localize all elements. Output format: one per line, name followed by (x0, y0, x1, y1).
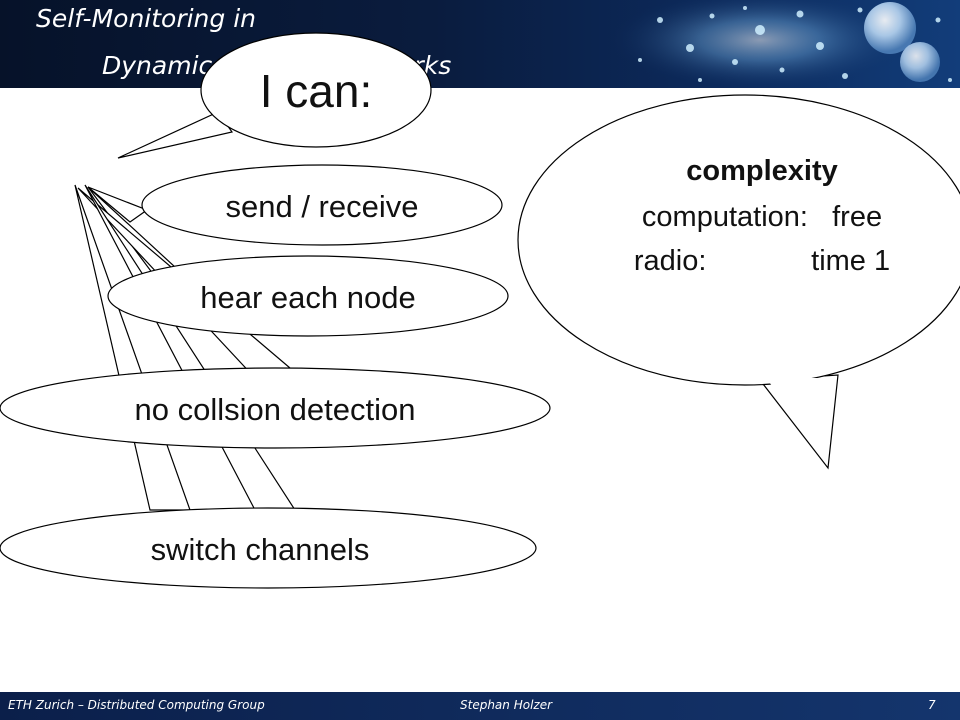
tail-i-can (117, 111, 234, 159)
complexity-computation: computation: free (642, 201, 882, 233)
bubble-i-can (200, 32, 432, 148)
bubble-hear-each-node (107, 255, 509, 337)
item-no-collision-detection: no collsion detection (135, 392, 416, 427)
item-switch-channels: switch channels (151, 532, 370, 567)
bubble-i-can-text: I can: (260, 65, 373, 117)
slide-title-line-1: Self-Monitoring in (36, 4, 257, 33)
footer-author: Stephan Holzer (460, 698, 553, 712)
complexity-title: complexity (686, 155, 838, 187)
item-hear-each-node: hear each node (200, 280, 415, 315)
bubble-switch-channels (0, 507, 537, 589)
bubble-complexity (517, 94, 960, 386)
bubble-send-receive (141, 164, 503, 246)
complexity-radio: radio: time 1 (634, 245, 890, 277)
slide-footer: ETH Zurich – Distributed Computing Group… (0, 692, 960, 720)
bubble-no-collision (0, 367, 551, 449)
footer-page-number: 7 (928, 698, 936, 712)
tail-send-receive (87, 186, 149, 223)
footer-organization: ETH Zurich – Distributed Computing Group (8, 698, 265, 712)
item-send-receive: send / receive (226, 189, 419, 224)
disco-ball-decoration (610, 0, 952, 88)
